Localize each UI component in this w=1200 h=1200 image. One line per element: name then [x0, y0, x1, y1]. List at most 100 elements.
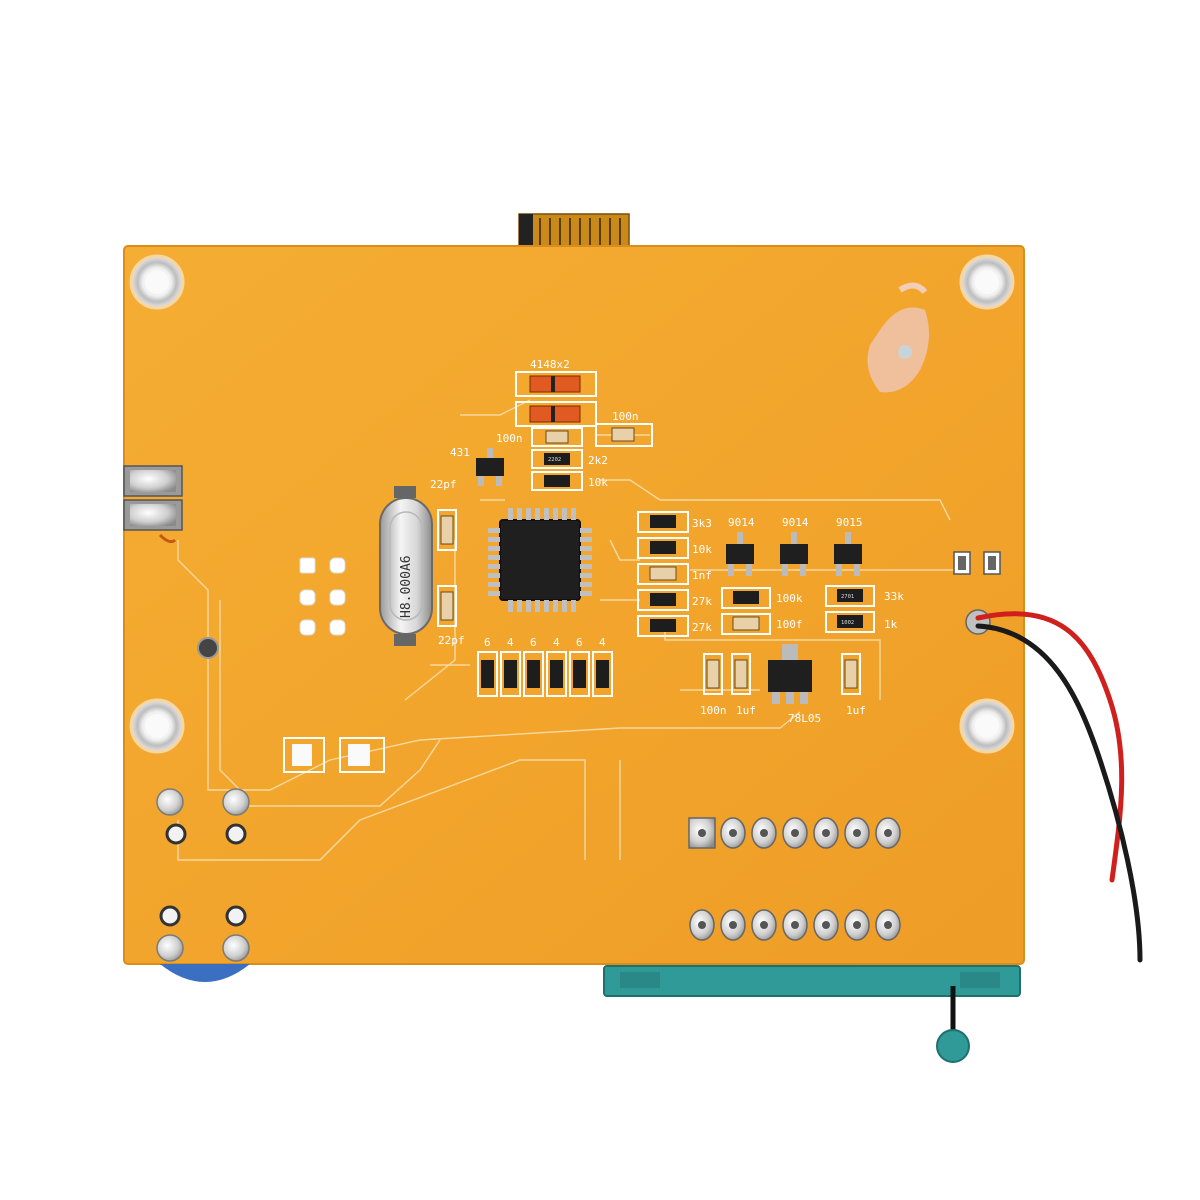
regulator-area: 100n 1uf 78L05 1uf [700, 644, 866, 725]
resistor-outline [637, 537, 689, 559]
bottom-left-pads [156, 788, 250, 962]
resistor-outline [637, 563, 689, 585]
mcu-pin [580, 528, 592, 533]
label-1uf-left: 1uf [736, 704, 756, 717]
cap-label-22pf-top: 22pf [430, 478, 457, 491]
caps-top: 100n 100n [496, 410, 653, 447]
resistor-outline [637, 511, 689, 533]
label-1uf-right: 1uf [846, 704, 866, 717]
mcu-pin [562, 508, 567, 520]
transistor-label: 9014 [728, 516, 755, 529]
pin-header-bottom [689, 909, 901, 941]
transistor-lead [854, 564, 860, 576]
crystal-caps: 22pf 22pf [430, 478, 465, 647]
cap-label-100n-right: 100n [612, 410, 639, 423]
resistor-row-label: 6 [576, 636, 583, 649]
header-pin-hole [853, 829, 861, 837]
via [197, 637, 219, 659]
transistor-lead [800, 564, 806, 576]
header-pin-hole [853, 921, 861, 929]
res-code-1k: 1002 [841, 620, 854, 626]
mcu-pin [488, 573, 500, 578]
header-pin-hole [822, 829, 830, 837]
mcu-pin [580, 573, 592, 578]
resistor-outline [500, 651, 521, 697]
transistor-label: 9014 [782, 516, 809, 529]
resistor-body [550, 660, 563, 688]
header-pin-hole [791, 829, 799, 837]
pin-header-top [688, 817, 901, 849]
mcu-pin [526, 508, 531, 520]
mcu-pin [580, 591, 592, 596]
resistors-top: 2202 2k2 10k [531, 449, 608, 491]
transistor-lead [845, 532, 851, 544]
diode-label: 4148x2 [530, 358, 570, 371]
resistor-column-label: 27k [692, 595, 712, 608]
wire-pads [953, 551, 1001, 635]
resistor-body [650, 541, 676, 554]
mcu-pin [488, 555, 500, 560]
resistor-column-label: 3k3 [692, 517, 712, 530]
mcu-pin [517, 600, 522, 612]
diodes: 4148x2 [515, 358, 597, 427]
board-scuff [867, 282, 929, 393]
ref-label: 431 [450, 446, 470, 459]
resistor-outline [637, 615, 689, 637]
mounting-holes [129, 254, 1015, 754]
transistors: 9014 9014 9015 [726, 516, 863, 576]
mcu-pin [544, 508, 549, 520]
crystal-marking: H8.000A6 [399, 555, 414, 618]
resistor-body [481, 660, 494, 688]
resistor-row-label: 4 [599, 636, 606, 649]
resistor-outline [637, 589, 689, 611]
resistor-body [650, 619, 676, 632]
mcu-pin [526, 600, 531, 612]
transistor-lead [791, 532, 797, 544]
battery-tabs [123, 465, 183, 544]
mcu-pin [553, 600, 558, 612]
mcu-pin [517, 508, 522, 520]
header-pin-hole [760, 829, 768, 837]
resistor-row-label: 4 [507, 636, 514, 649]
mcu-pin [535, 600, 540, 612]
resistor-outline [592, 651, 613, 697]
header-pin-hole [729, 921, 737, 929]
mcu-pin [488, 591, 500, 596]
button-cap [160, 964, 250, 982]
resistor-outline [569, 651, 590, 697]
resistor-body [527, 660, 540, 688]
header-pin-hole [884, 829, 892, 837]
resistor-row-label: 6 [484, 636, 491, 649]
mcu-pin [580, 582, 592, 587]
mcu-pin [571, 508, 576, 520]
label-1k: 1k [884, 618, 898, 631]
transistor-lead [746, 564, 752, 576]
cap-label-22pf-bottom: 22pf [438, 634, 465, 647]
label-33k: 33k [884, 590, 904, 603]
mcu-pin [580, 546, 592, 551]
mcu-pin [562, 600, 567, 612]
mcu-pin [488, 528, 500, 533]
mcu-pin [488, 546, 500, 551]
transistor-body [834, 544, 862, 564]
header-pin-hole [698, 829, 706, 837]
mcu-pin [488, 582, 500, 587]
mcu-pin [544, 600, 549, 612]
capacitor-body [649, 566, 677, 581]
res-label-10k-top: 10k [588, 476, 608, 489]
resistor-body [504, 660, 517, 688]
power-wires [975, 611, 1143, 963]
mcu-pin [580, 564, 592, 569]
flex-cable [518, 213, 630, 249]
mcu-pin [488, 564, 500, 569]
res-label-2k2: 2k2 [588, 454, 608, 467]
label-100k: 100k [776, 592, 803, 605]
header-pin-hole [822, 921, 830, 929]
silkscreen-traces [177, 399, 960, 861]
zif-socket [603, 965, 1021, 1063]
transistor-label: 9015 [836, 516, 863, 529]
header-pin-hole [729, 829, 737, 837]
label-100f: 100f [776, 618, 803, 631]
